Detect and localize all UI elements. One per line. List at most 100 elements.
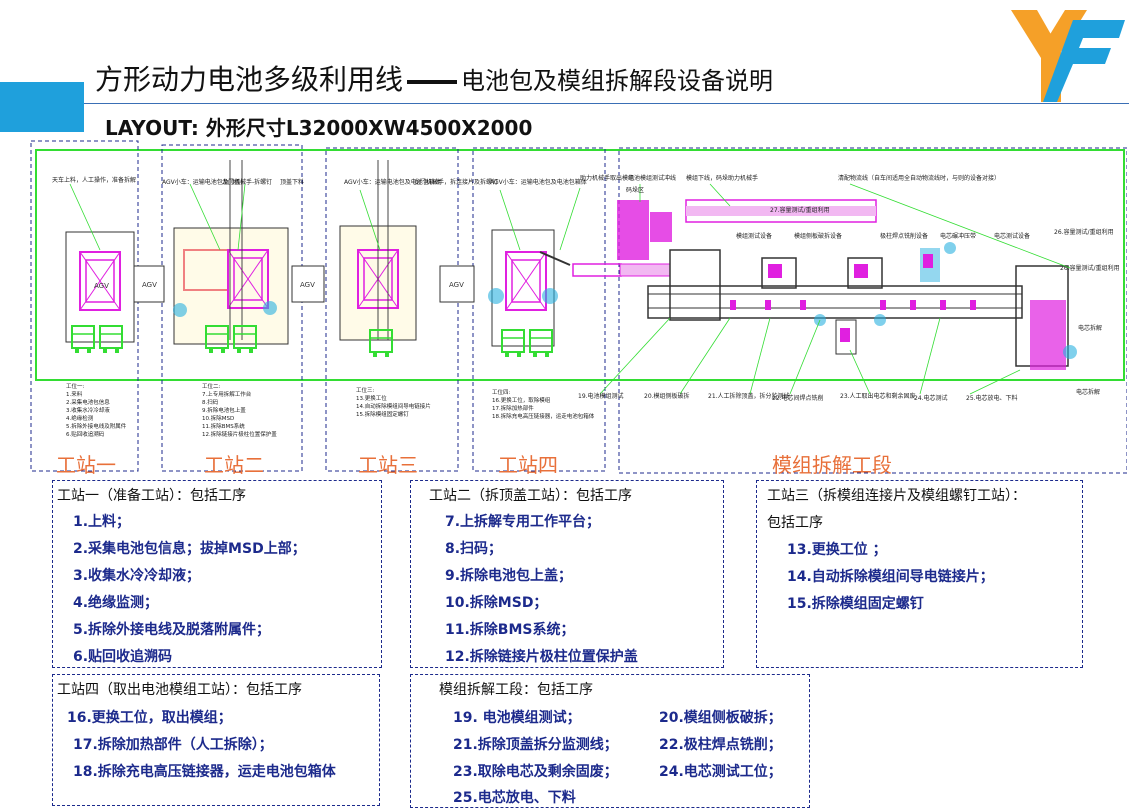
station2-equipment — [173, 160, 289, 354]
note-m-top1: 电池模组测试冲线 — [628, 174, 676, 182]
station4-frame — [472, 147, 606, 472]
station1-item-4: 4.绝缘监测； — [73, 595, 159, 611]
note-m-top3: 清配物流线（自车间适用全自动物流线时，与则的设备对接） — [838, 174, 1000, 182]
station4-box: 工站四（取出电池模组工站）：包括工序 16.更换工位，取出模组； 17.拆除加热… — [52, 674, 380, 806]
station2-box-head: 工站二（拆顶盖工站）：包括工序 — [429, 488, 632, 504]
note-s3-top2: 龙门机械手，拆连接片及拆螺钉 — [414, 178, 498, 186]
s3-list-0: 工位三: — [356, 386, 375, 394]
station3-item-14: 14.自动拆除模组间导电链接片； — [787, 569, 994, 585]
station4-item-17: 17.拆除加热部件（人工拆除）； — [73, 737, 273, 753]
agv-car-label-1: AGV — [94, 282, 109, 290]
agv-2: AGV — [291, 265, 325, 303]
note-m-26: 26.容量测试/重组利用 — [1054, 228, 1114, 236]
station1-box-head: 工站一（准备工站）：包括工序 — [57, 488, 246, 504]
note-s4-top: AGV小车：运输电池包及电池包箱体 — [490, 178, 587, 186]
note-m-23: 23.人工取出电芯和剩余固废 — [840, 392, 916, 400]
station2-frame — [161, 144, 303, 472]
logo-x-left — [1011, 10, 1061, 102]
note-s2-top3: 顶盖下料 — [280, 178, 304, 186]
station1-equipment: AGV — [65, 231, 135, 354]
module-item-22: 22.极柱焊点铣削； — [659, 737, 782, 753]
station3-frame — [325, 147, 459, 472]
station1-item-6: 6.贴回收追溯码 — [73, 649, 173, 665]
agv-label-3: AGV — [449, 281, 464, 289]
title-main: 方形动力电池多级利用线 — [95, 63, 404, 96]
station2-item-12: 12.拆除链接片极柱位置保护盖 — [445, 649, 638, 665]
station2-item-7: 7.上拆解专用工作平台； — [445, 514, 601, 530]
module-item-20: 20.模组侧板破拆； — [659, 710, 782, 726]
s3-list-2: 14.自动拆除模组间导电链接片 — [356, 402, 431, 410]
note-m-25: 25.电芯放电、下料 — [966, 394, 1018, 402]
s2-list-1: 7.上专用拆解工作台 — [202, 390, 252, 398]
agv-3: AGV — [439, 265, 475, 303]
station3-box-head2: 包括工序 — [767, 515, 823, 531]
title-underline — [84, 103, 1129, 104]
note-m-cell2: 电芯拆解 — [1076, 388, 1100, 396]
module-item-21: 21.拆除顶盖拆分监测线； — [453, 737, 618, 753]
s1-list-3: 3.收集水冷冷却液 — [66, 406, 110, 414]
station1-item-1: 1.上料； — [73, 514, 131, 530]
blue-accent-tab — [0, 82, 84, 132]
s2-list-2: 8.扫码 — [202, 398, 219, 406]
note-m-code: 码垛区 — [626, 186, 644, 194]
layout-drawing: AGV AGV AGV AGV — [30, 140, 1127, 474]
note-s4-top2: 助力机械手取出模组 — [580, 174, 634, 182]
s2-list-4: 10.拆除MSD — [202, 414, 234, 422]
module-box-head: 模组拆解工段：包括工序 — [439, 682, 593, 698]
note-m-27: 27.容量测试/重组利用 — [770, 206, 830, 214]
note-m-19: 19.电池模组测试 — [578, 392, 624, 400]
s3-list-3: 15.拆除模组固定螺钉 — [356, 410, 409, 418]
agv-label-1: AGV — [142, 281, 157, 289]
note-m-26b: 26.容量测试/重组利用 — [1060, 264, 1120, 272]
logo-f — [1043, 20, 1125, 102]
s4-list-2: 17.拆除加热部件 — [492, 404, 534, 412]
s2-list-6: 12.拆除链接片极柱位置保护盖 — [202, 430, 277, 438]
station4-equipment — [488, 229, 571, 358]
note-m-20: 20.模组侧板破拆 — [644, 392, 690, 400]
station3-item-15: 15.拆除模组固定螺钉 — [787, 596, 924, 612]
module-item-25: 25.电芯放电、下料 — [453, 790, 576, 806]
note-m-mod4: 电芯碾冲压带 — [940, 232, 976, 240]
s1-list-2: 2.采集电池包信息 — [66, 398, 110, 406]
s2-list-5: 11.拆除BMS系统 — [202, 422, 245, 430]
station1-item-3: 3.收集水冷冷却液； — [73, 568, 201, 584]
s1-list-6: 6.贴回收追溯码 — [66, 430, 105, 438]
module-item-19: 19. 电池模组测试； — [453, 710, 581, 726]
note-s2-top: AGV小车：运输电池包及顶盖 — [162, 178, 241, 186]
page-title: 方形动力电池多级利用线电池包及模组拆解段设备说明 — [95, 58, 773, 98]
s1-list-5: 5.拆除外接电线及附属件 — [66, 422, 127, 430]
note-m-mod1: 模组测试设备 — [736, 232, 772, 240]
station4-box-head: 工站四（取出电池模组工站）：包括工序 — [57, 682, 302, 698]
s1-list-0: 工位一: — [66, 382, 85, 390]
station2-item-9: 9.拆除电池包上盖； — [445, 568, 573, 584]
s4-list-1: 16.更换工位，取除模组 — [492, 396, 551, 404]
s4-list-3: 18.拆除充电高压链接器，运走电池包箱体 — [492, 412, 595, 420]
module-box: 模组拆解工段：包括工序 19. 电池模组测试； 21.拆除顶盖拆分监测线； 23… — [410, 674, 810, 808]
s1-list-1: 1.来料 — [66, 390, 83, 398]
s3-list-1: 13.更换工位 — [356, 394, 387, 402]
note-m-top2: 模组下线，码垛助力机械手 — [686, 174, 758, 182]
s4-list-0: 工位四: — [492, 388, 511, 396]
stage-label-2: 工站二 — [204, 453, 264, 477]
stage-label-5: 模组拆解工段 — [772, 453, 892, 477]
note-m-mod2: 模组侧板破拆设备 — [794, 232, 842, 240]
s2-list-3: 9.拆除电池包上盖 — [202, 406, 246, 414]
station1-frame — [30, 140, 139, 472]
note-m-mod5: 电芯测试设备 — [994, 232, 1030, 240]
module-item-24: 24.电芯测试工位； — [659, 764, 782, 780]
station1-item-5: 5.拆除外接电线及脱落附属件； — [73, 622, 271, 638]
note-m-mod3: 极柱焊点铣削设备 — [880, 232, 928, 240]
stage-label-3: 工站三 — [358, 453, 418, 477]
station3-equipment — [339, 160, 417, 358]
line-boundary — [35, 149, 1125, 381]
station3-item-13: 13.更换工位 ； — [787, 542, 887, 558]
stage-label-1: 工站一 — [56, 453, 116, 477]
module-frame — [618, 147, 1127, 474]
station2-item-8: 8.扫码； — [445, 541, 503, 557]
station2-box: 工站二（拆顶盖工站）：包括工序 7.上拆解专用工作平台； 8.扫码； 9.拆除电… — [410, 480, 724, 668]
note-s1-top: 天车上料，人工操作，准备拆解 — [52, 176, 136, 184]
xf-logo — [1011, 10, 1125, 102]
callout-lines — [69, 183, 1071, 395]
station1-item-2: 2.采集电池包信息；拔掉MSD上部； — [73, 541, 306, 557]
station1-box: 工站一（准备工站）：包括工序 1.上料； 2.采集电池包信息；拔掉MSD上部； … — [52, 480, 382, 668]
